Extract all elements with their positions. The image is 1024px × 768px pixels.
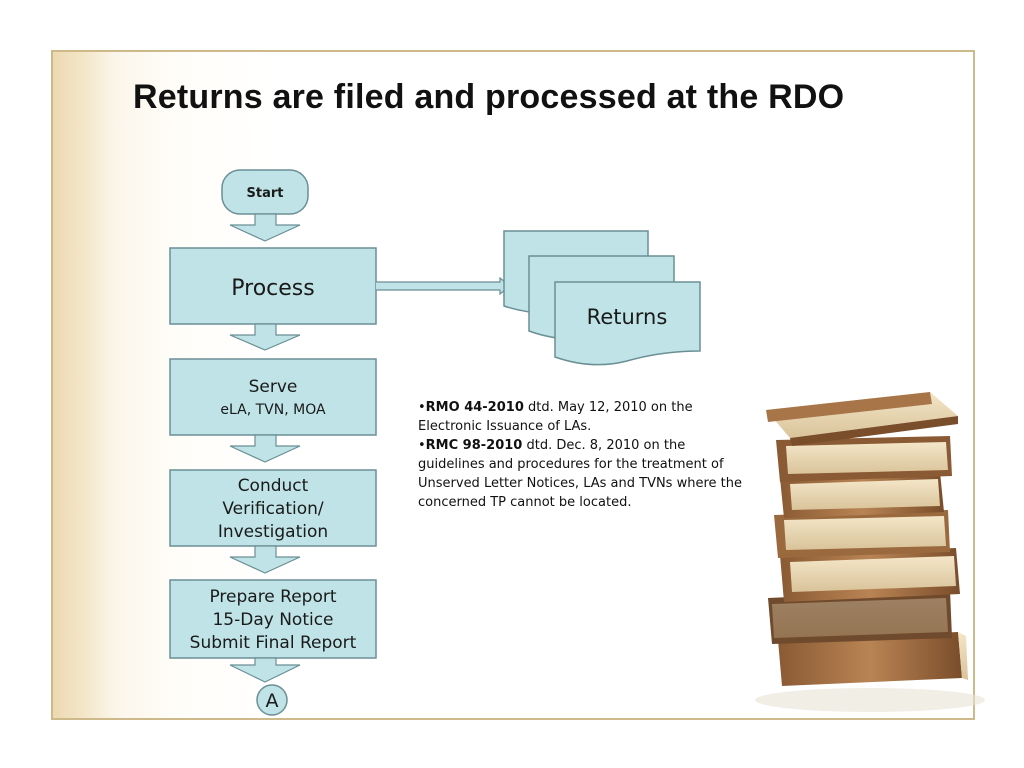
process-label: Process — [231, 276, 314, 301]
conduct-box — [169, 469, 377, 547]
returns-label: Returns — [587, 305, 668, 329]
references-notes: •RMO 44-2010 dtd. May 12, 2010 on the El… — [418, 398, 748, 512]
conduct-label-line1: Conduct — [238, 476, 309, 496]
prepare-box — [169, 579, 377, 659]
note-rmo: •RMO 44-2010 dtd. May 12, 2010 on the El… — [418, 398, 748, 436]
serve-box — [169, 358, 377, 436]
note-bullet: • — [418, 438, 426, 453]
prepare-label-line1: Prepare Report — [209, 587, 336, 607]
slide-title: Returns are filed and processed at the R… — [133, 78, 845, 116]
arrow-start-process — [229, 213, 301, 242]
note-ref: RMC 98-2010 — [425, 438, 523, 453]
arrow-conduct-prepare — [229, 545, 301, 574]
prepare-label-line2: 15-Day Notice — [212, 610, 333, 630]
serve-sublabel: eLA, TVN, MOA — [220, 402, 326, 418]
book-stack-image — [755, 392, 985, 712]
connector-label: A — [266, 690, 279, 712]
serve-label: Serve — [249, 377, 298, 397]
conduct-label-line2: Verification/ — [222, 499, 324, 519]
note-rmc: •RMC 98-2010 dtd. Dec. 8, 2010 on the gu… — [418, 436, 748, 512]
note-bullet: • — [418, 400, 426, 415]
arrow-serve-conduct — [229, 434, 301, 463]
returns-document-front — [554, 281, 701, 366]
prepare-label-line3: Submit Final Report — [190, 633, 357, 653]
arrow-prepare-connector — [229, 657, 301, 683]
note-text: dtd. May 12, 2010 on the Electronic Issu… — [418, 400, 693, 434]
arrow-process-serve — [229, 323, 301, 351]
connector-a — [256, 684, 288, 716]
arrow-process-returns — [376, 276, 511, 296]
note-text: dtd. Dec. 8, 2010 on the guidelines and … — [418, 438, 742, 510]
note-ref: RMO 44-2010 — [425, 400, 524, 415]
conduct-label-line3: Investigation — [218, 522, 328, 542]
start-label: Start — [247, 186, 284, 201]
